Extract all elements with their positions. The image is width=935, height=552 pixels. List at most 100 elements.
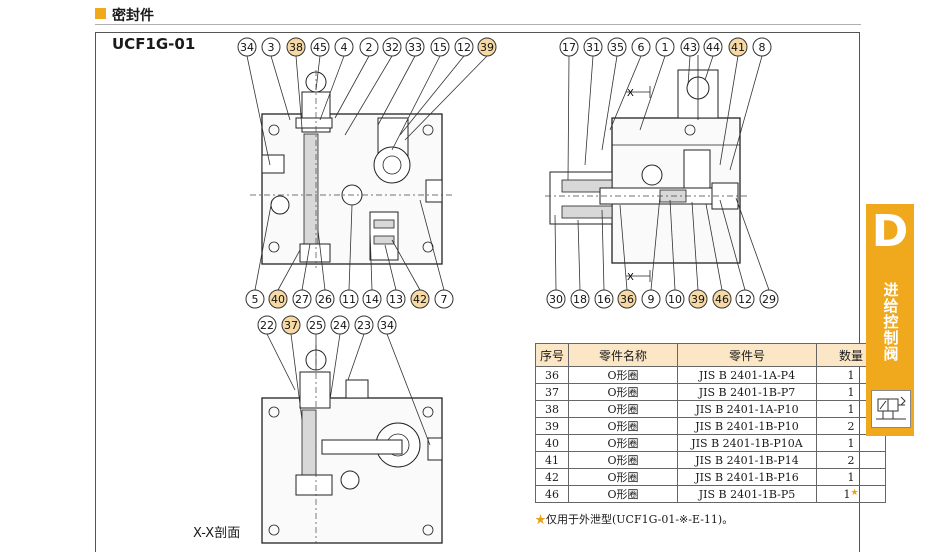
- cell-text: O形圈: [607, 420, 639, 433]
- callout-circle: [752, 37, 772, 57]
- leader-line: [619, 204, 628, 291]
- callout-bubble: 45: [310, 37, 330, 57]
- cell-text: 1: [847, 385, 855, 399]
- callout-circle: [281, 315, 301, 335]
- leader-line: [377, 55, 416, 126]
- leader-line: [386, 333, 431, 446]
- callout-bubble: 42: [410, 289, 430, 309]
- callout-number: 7: [441, 293, 448, 306]
- callout-number: 36: [620, 293, 634, 306]
- leader-line: [295, 55, 303, 129]
- leader-line: [719, 55, 739, 166]
- callout-number: 2: [366, 41, 373, 54]
- cell-part-name: O形圈: [568, 485, 679, 503]
- callout-circle: [680, 37, 700, 57]
- callout-circle: [454, 37, 474, 57]
- leader-line: [254, 199, 273, 291]
- callout-circle: [292, 289, 312, 309]
- callout-circle: [315, 289, 335, 309]
- leader-line: [369, 229, 373, 291]
- callout-bubble: 26: [315, 289, 335, 309]
- callout-bubble: 34: [237, 37, 257, 57]
- callout-number: 31: [586, 41, 600, 54]
- callout-circle: [434, 289, 454, 309]
- callout-bubble: 2: [359, 37, 379, 57]
- leader-line: [347, 333, 365, 381]
- cell-text: 36: [545, 368, 559, 382]
- callout-number: 37: [284, 319, 298, 332]
- leader-line: [601, 55, 618, 151]
- callout-circle: [339, 289, 359, 309]
- callout-circle: [245, 289, 265, 309]
- cell-part-name: O形圈: [568, 417, 679, 435]
- model-label: UCF1G-01: [112, 35, 196, 53]
- leader-line: [567, 55, 570, 181]
- cell-part-number: JIS B 2401-1B-P16: [677, 468, 818, 486]
- leader-line: [705, 203, 723, 291]
- callout-number: 35: [610, 41, 624, 54]
- callout-bubble: 13: [386, 289, 406, 309]
- callout-bubble: 23: [354, 315, 374, 335]
- cell-text: JIS B 2401-1B-P7: [698, 385, 796, 399]
- cell-text: 2: [847, 419, 855, 433]
- leader-line: [344, 55, 393, 136]
- cell-part-number: JIS B 2401-1B-P5: [677, 485, 818, 503]
- header-part-number: 零件号: [677, 343, 818, 367]
- callout-circle: [655, 37, 675, 57]
- cell-text: JIS B 2401-1B-P10A: [691, 436, 803, 450]
- leader-line: [650, 195, 661, 291]
- cell-text: JIS B 2401-1B-P14: [695, 453, 799, 467]
- cell-part-number: JIS B 2401-1B-P14: [677, 451, 818, 469]
- callout-leaders: [246, 55, 770, 446]
- callout-number: 11: [342, 293, 356, 306]
- callout-circle: [354, 315, 374, 335]
- cell-text: JIS B 2401-1A-P10: [695, 402, 799, 416]
- callout-number: 8: [759, 41, 766, 54]
- callout-bubble: 44: [703, 37, 723, 57]
- callout-circle: [405, 37, 425, 57]
- callout-bubble: 31: [583, 37, 603, 57]
- leader-line: [266, 333, 296, 391]
- callout-number: 46: [715, 293, 729, 306]
- callout-circle: [735, 289, 755, 309]
- callout-number: 6: [638, 41, 645, 54]
- section-title: 密封件: [112, 8, 154, 24]
- callout-bubble: 7: [434, 289, 454, 309]
- leader-line: [601, 209, 605, 291]
- callout-bubble: 6: [631, 37, 651, 57]
- callout-number: 27: [295, 293, 309, 306]
- callout-number: 15: [433, 41, 447, 54]
- leader-line: [315, 55, 321, 91]
- section-view: [261, 345, 443, 544]
- callout-number: 29: [762, 293, 776, 306]
- callout-bubble: 22: [257, 315, 277, 335]
- cell-part-name: O形圈: [568, 468, 679, 486]
- callout-bubble: 35: [607, 37, 627, 57]
- drawing-frame: [95, 32, 860, 552]
- section-view-label: X-X剖面: [193, 526, 241, 541]
- callout-circle: [330, 315, 350, 335]
- callout-number: 39: [691, 293, 705, 306]
- callout-number: 45: [313, 41, 327, 54]
- table-header-row: 序号 零件名称 零件号 数量: [534, 343, 887, 367]
- leader-line: [246, 55, 271, 166]
- cell-text: 38: [545, 402, 559, 416]
- leader-line: [584, 55, 594, 166]
- callout-number: 16: [597, 293, 611, 306]
- callout-circle: [477, 37, 497, 57]
- callout-circle: [257, 315, 277, 335]
- leader-line: [384, 244, 397, 291]
- cell-text: 39: [545, 419, 559, 433]
- callout-bubble: 43: [680, 37, 700, 57]
- callout-number: 40: [271, 293, 285, 306]
- cell-part-number: JIS B 2401-1B-P7: [677, 383, 818, 401]
- callout-number: 1: [662, 41, 669, 54]
- leader-line: [609, 55, 642, 131]
- cell-quantity: 1: [816, 468, 887, 486]
- leader-line: [319, 55, 345, 121]
